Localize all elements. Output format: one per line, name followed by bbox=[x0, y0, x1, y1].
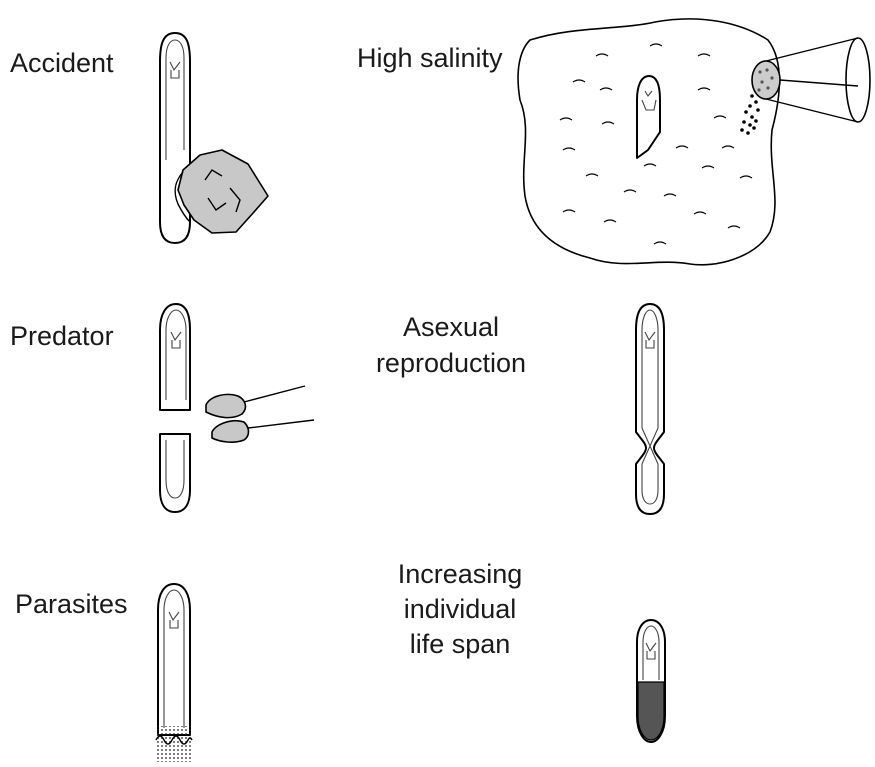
label-asexual-reproduction-line1: Asexual bbox=[403, 312, 499, 342]
life-span-illustration bbox=[637, 620, 665, 742]
asexual-reproduction-illustration bbox=[636, 304, 664, 514]
label-parasites: Parasites bbox=[15, 589, 128, 619]
parasites-illustration bbox=[156, 584, 192, 762]
life-span-gut bbox=[638, 682, 664, 740]
parasite-infestation bbox=[156, 726, 192, 762]
predator-pincer-lower bbox=[212, 421, 249, 442]
label-predator: Predator bbox=[10, 321, 114, 351]
asexual-worm-body bbox=[636, 304, 664, 514]
label-high-salinity: High salinity bbox=[357, 43, 503, 73]
label-increasing-line1: Increasing bbox=[398, 559, 523, 589]
predator-worm-rear bbox=[160, 434, 190, 512]
parasites-worm-body bbox=[158, 584, 190, 735]
salinity-ripples bbox=[560, 44, 752, 244]
high-salinity-illustration bbox=[518, 19, 870, 265]
label-increasing-line3: life span bbox=[410, 629, 511, 659]
predator-pincer-upper bbox=[206, 394, 245, 417]
predator-illustration bbox=[160, 304, 314, 512]
accident-rock bbox=[178, 150, 268, 233]
accident-illustration bbox=[160, 33, 268, 243]
salt-shaker bbox=[752, 38, 870, 122]
label-asexual-reproduction-line2: reproduction bbox=[376, 348, 526, 378]
label-increasing-line2: individual bbox=[404, 594, 517, 624]
label-accident: Accident bbox=[10, 48, 114, 78]
accident-worm-body bbox=[160, 33, 190, 243]
salinity-worm bbox=[637, 76, 660, 158]
salt-grains bbox=[740, 94, 760, 135]
